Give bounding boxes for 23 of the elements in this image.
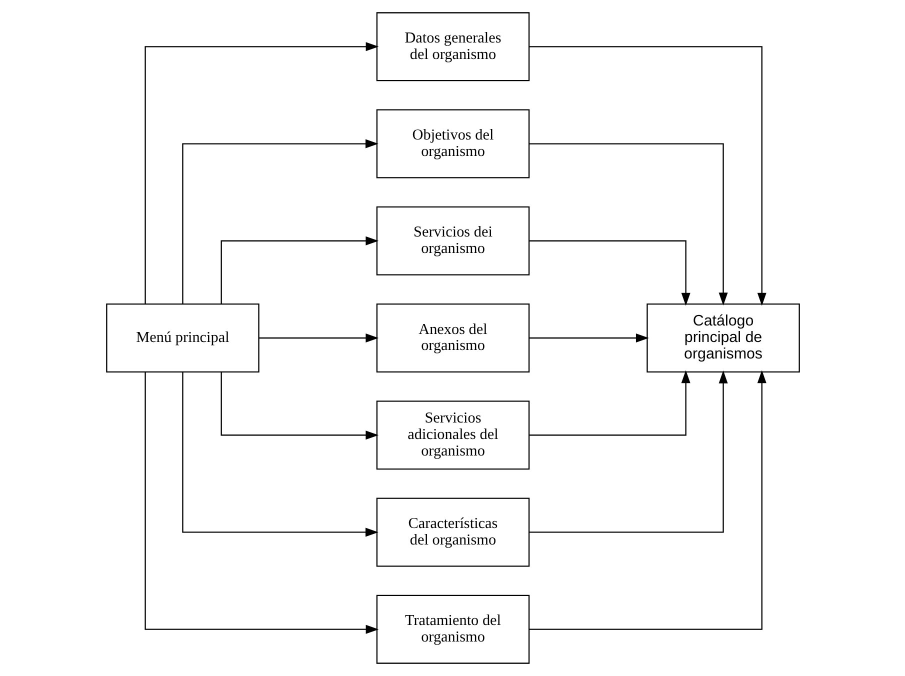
arrow — [144, 372, 378, 634]
node-box: Menú principal — [106, 303, 259, 373]
arrow — [528, 143, 728, 306]
node-box: Objetivos del organismo — [376, 109, 530, 178]
arrow — [182, 139, 378, 304]
arrow — [182, 372, 378, 537]
node-box: Tratamiento del organismo — [376, 594, 530, 664]
node-box: Datos generales del organismo — [376, 12, 530, 82]
arrow — [528, 46, 766, 306]
node-box: Anexos del organismo — [376, 303, 530, 373]
arrow — [220, 372, 378, 440]
arrow — [528, 370, 690, 436]
arrow — [144, 42, 378, 304]
arrow — [528, 240, 690, 306]
node-box: Catálogo principal de organismos — [646, 303, 800, 373]
node-box: Servicios adicionales del organismo — [376, 400, 530, 470]
arrow — [258, 334, 378, 342]
arrow — [528, 334, 648, 342]
arrow — [528, 370, 728, 533]
arrow — [528, 370, 766, 630]
node-box: Servicios dei organismo — [376, 206, 530, 276]
node-box: Características del organismo — [376, 498, 530, 567]
arrow — [220, 236, 378, 304]
